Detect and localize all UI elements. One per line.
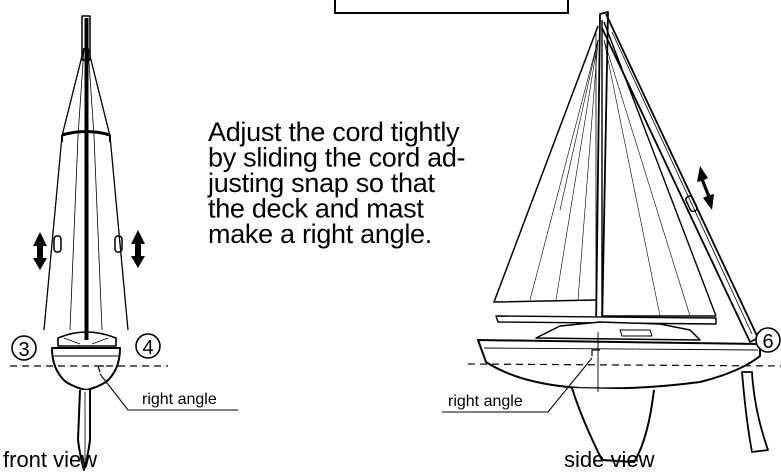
front-view-caption: front view [3, 447, 97, 472]
instruction-line: justing snap so that [208, 168, 435, 198]
instruction-line: by sliding the cord ad- [208, 142, 466, 173]
side-adjust-arrow-icon [697, 166, 714, 210]
side-marker: 6 [755, 327, 781, 353]
instruction-line: the deck and mast [208, 193, 424, 224]
front-marker-right-text: 4 [142, 337, 153, 359]
front-marker-left: 3 [11, 335, 37, 361]
front-right-angle-label: right angle [142, 391, 217, 408]
front-adjust-arrow-right-icon [131, 230, 145, 268]
front-adjust-arrow-left-icon [33, 232, 47, 270]
side-right-angle-callout [442, 349, 600, 413]
instruction-line: Adjust the cord tightly [208, 117, 460, 147]
side-right-angle-label: right angle [448, 393, 523, 410]
instruction-text: Adjust the cord tightly by sliding the c… [208, 117, 466, 249]
front-marker-right: 4 [135, 333, 161, 359]
side-view-boat [467, 11, 781, 463]
front-view-boat [10, 15, 168, 471]
front-marker-left-text: 3 [18, 339, 29, 361]
title-frame [334, 0, 569, 14]
side-view-caption: side view [564, 447, 655, 472]
side-marker-text: 6 [762, 331, 773, 353]
instruction-line: make a right angle. [208, 219, 432, 249]
front-right-angle-callout [97, 365, 238, 411]
